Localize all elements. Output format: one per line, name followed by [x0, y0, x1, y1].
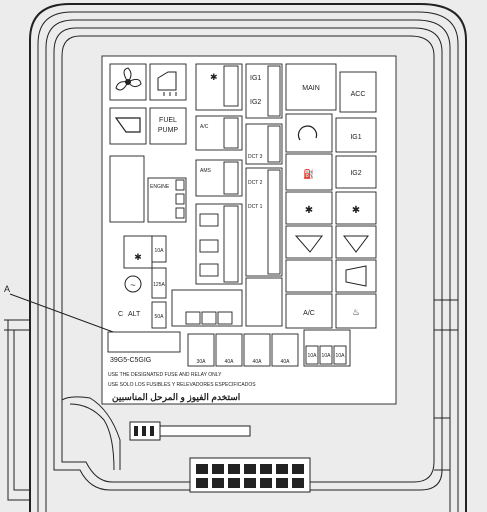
mini-fuse-3-amp: 10A [336, 353, 346, 359]
star-icon-mid: ✱ [210, 72, 218, 82]
alt-text: ALT [128, 311, 141, 318]
big-fuse-3 [243, 333, 271, 367]
fuel-label-line2: PUMP [158, 127, 179, 134]
part-number: 39G5-C5GIG [110, 357, 151, 364]
main-relay [285, 63, 337, 111]
defrost-relay [335, 293, 377, 329]
spare-relay [285, 259, 333, 293]
amp-50a: 50A [155, 314, 165, 320]
dct1-label: DCT 1 [248, 204, 263, 210]
cooling-relay-1 [285, 191, 333, 225]
big-fuse-2-amp: 40A [225, 359, 235, 365]
alt-label: C [118, 311, 123, 318]
alt-symbol: ~ [130, 280, 135, 290]
notice-spanish: USE SOLO LOS FUSIBLES Y RELEVADORES ESPE… [108, 382, 256, 388]
fuse-puller-tool [129, 421, 251, 441]
big-fuse-1 [187, 333, 215, 367]
ig1-relay-label: IG1 [350, 134, 361, 141]
callout-line [9, 293, 125, 337]
acc-label: ACC [351, 91, 366, 98]
dct2-label: DCT 2 [248, 180, 263, 186]
horn-relay-icon [345, 265, 367, 287]
defrost-icon: ♨ [352, 307, 360, 317]
ign2-label: IG2 [250, 99, 261, 106]
fuel-pump-cell [149, 107, 187, 145]
fuel-heat-icon: ⛽ [303, 168, 314, 179]
main-label: MAIN [302, 85, 320, 92]
callout-label: A [4, 284, 10, 294]
star-icon: ✱ [134, 252, 142, 262]
big-fuse-3-amp: 40A [253, 359, 263, 365]
part-number-box [107, 331, 181, 353]
horn-icon [157, 71, 177, 96]
mini-fuse-1-amp: 10A [308, 353, 318, 359]
star-icon-r2: ✱ [352, 205, 360, 216]
ams-label: AMS [200, 168, 212, 174]
housing-outline [4, 3, 467, 512]
ig1-relay [335, 117, 377, 153]
fan-icon [115, 67, 142, 91]
horn-fuse-cell [149, 63, 187, 101]
mid-ac-label: A/C [200, 124, 209, 130]
ac-relay [285, 293, 333, 329]
fuel-heat-relay [285, 153, 333, 191]
cooling-relay-2 [335, 191, 377, 225]
ig2-relay-label: IG2 [350, 170, 361, 177]
rotate-relay [285, 113, 333, 153]
amp-10a: 10A [155, 248, 165, 254]
wiper-icon-1 [294, 235, 323, 253]
big-fuse-1-amp: 30A [197, 359, 207, 365]
spare-slot [109, 155, 145, 223]
horn-relay [335, 259, 377, 293]
engine-label: ENGINE [150, 184, 170, 190]
alternator-icon [124, 275, 142, 293]
bottom-connector [189, 457, 311, 493]
rotate-icon [297, 125, 318, 141]
big-fuse-4-amp: 40A [281, 359, 291, 365]
ig2-relay [335, 155, 377, 189]
wiper-relay-1 [285, 225, 333, 259]
wiper-relay-2 [335, 225, 377, 259]
power-window-icon [114, 117, 141, 133]
big-fuse-4 [271, 333, 299, 367]
notice-arabic: استخدم الفيوز و المرحل المناسبين [112, 392, 240, 403]
star-icon-r1: ✱ [305, 205, 313, 216]
ign1-label: IG1 [250, 75, 261, 82]
ac-relay-label: A/C [303, 310, 315, 317]
amp-125a: 125A [153, 282, 165, 288]
acc-relay [339, 71, 377, 113]
relay-left [123, 235, 153, 269]
wiper-icon-2 [343, 235, 369, 253]
mid-bottom-block [245, 277, 283, 327]
big-fuse-2 [215, 333, 243, 367]
fuel-label-line1: FUEL [159, 117, 177, 124]
mini-fuse-2-amp: 10A [322, 353, 332, 359]
dct3-label: DCT 3 [248, 154, 263, 160]
notice-english: USE THE DESIGNATED FUSE AND RELAY ONLY [108, 372, 222, 378]
